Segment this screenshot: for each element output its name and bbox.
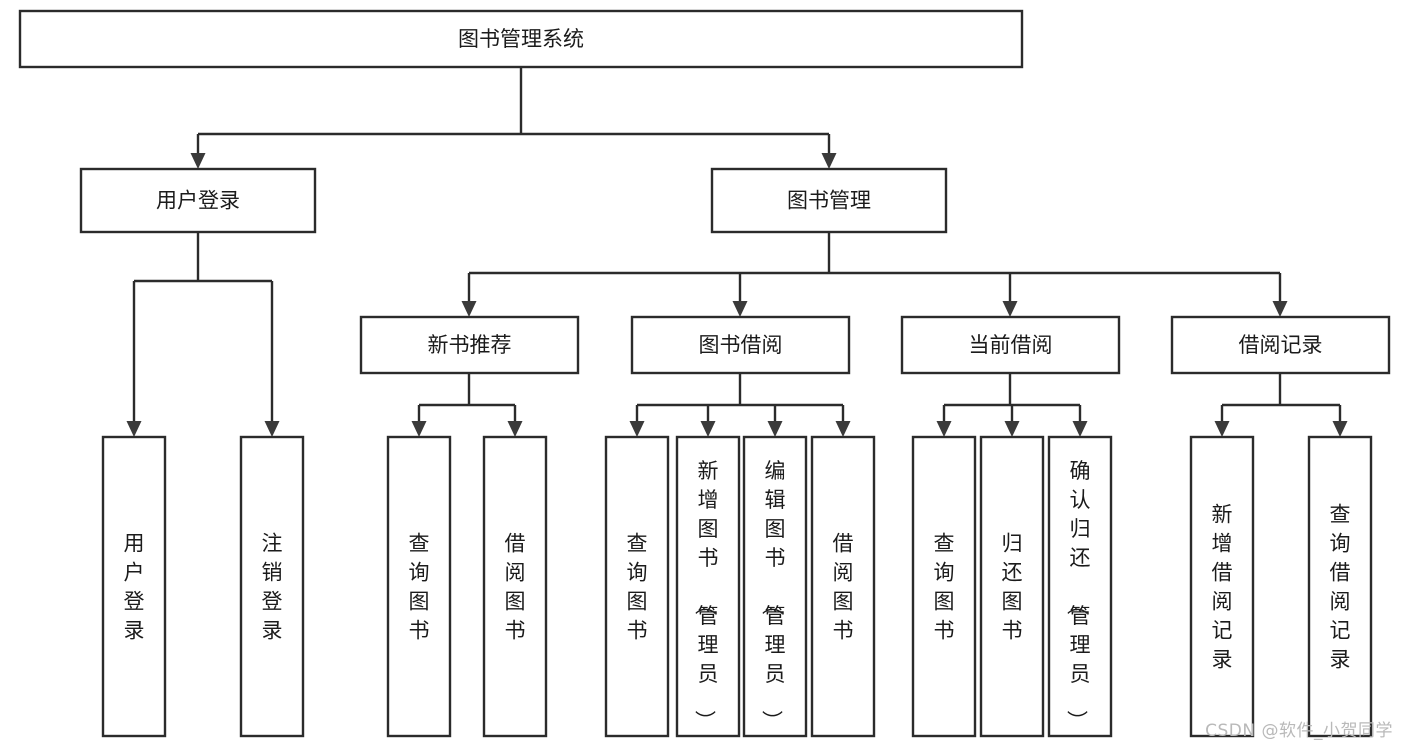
arrow-head-icon: [1272, 301, 1288, 317]
arrow-head-icon: [126, 421, 142, 437]
node-label-leaf-user-login: 用户登录: [124, 532, 145, 643]
arrow-head-icon: [507, 421, 523, 437]
node-box-user-login: [79, 167, 317, 234]
node-label-user-login: 用户登录: [156, 189, 240, 213]
node-box-leaf-confirm-return: [1047, 435, 1113, 738]
connector-lines-group: [132, 67, 1342, 424]
node-box-leaf-borrow-book-rec: [482, 435, 548, 738]
node-label-new-book-rec: 新书推荐: [428, 333, 512, 357]
arrow-head-icon: [1214, 421, 1230, 437]
node-label-leaf-edit-book: 编辑图书（管理员）: [760, 459, 786, 731]
arrow-head-icon: [461, 301, 477, 317]
node-box-leaf-user-login: [101, 435, 167, 738]
node-label-leaf-borrow-book: 借阅图书: [833, 532, 854, 643]
node-box-leaf-add-record: [1189, 435, 1255, 738]
node-label-book-borrow: 图书借阅: [699, 333, 783, 357]
node-box-current-borrow: [900, 315, 1121, 375]
node-box-leaf-add-book: [675, 435, 741, 738]
node-label-leaf-borrow-book-rec: 借阅图书: [505, 532, 526, 643]
arrow-head-icon: [1004, 421, 1020, 437]
csdn-watermark: CSDN @软件_小贺同学: [1205, 721, 1393, 741]
arrow-head-icon: [821, 153, 837, 169]
node-box-leaf-logout: [239, 435, 305, 738]
node-label-book-manage: 图书管理: [787, 189, 871, 213]
node-box-book-borrow: [630, 315, 851, 375]
arrow-head-icon: [700, 421, 716, 437]
node-leaf-return-book[interactable]: 归还图书: [979, 435, 1045, 738]
node-book-borrow[interactable]: 图书借阅: [630, 315, 851, 375]
arrow-head-icon: [732, 301, 748, 317]
node-label-leaf-logout: 注销登录: [262, 532, 283, 643]
node-leaf-add-record[interactable]: 新增借阅记录: [1189, 435, 1255, 738]
node-label-leaf-query-book-rec: 查询图书: [409, 532, 430, 643]
node-box-leaf-query-book-borrow: [604, 435, 670, 738]
node-leaf-query-book-borrow[interactable]: 查询图书: [604, 435, 670, 738]
node-label-borrow-record: 借阅记录: [1239, 333, 1323, 357]
node-leaf-borrow-book[interactable]: 借阅图书: [810, 435, 876, 738]
nodes-group: 图书管理系统用户登录图书管理新书推荐图书借阅当前借阅借阅记录用户登录注销登录查询…: [18, 9, 1391, 738]
node-leaf-confirm-return[interactable]: 确认归还（管理员）: [1047, 435, 1113, 738]
node-user-login[interactable]: 用户登录: [79, 167, 317, 234]
arrow-head-icon: [629, 421, 645, 437]
node-label-leaf-query-record: 查询借阅记录: [1330, 503, 1351, 672]
arrow-head-icon: [190, 153, 206, 169]
node-leaf-query-record[interactable]: 查询借阅记录: [1307, 435, 1373, 738]
node-box-leaf-query-record: [1307, 435, 1373, 738]
node-label-leaf-confirm-return: 确认归还（管理员）: [1065, 459, 1091, 731]
arrow-head-icon: [835, 421, 851, 437]
node-label-leaf-query-book-cur: 查询图书: [934, 532, 955, 643]
node-borrow-record[interactable]: 借阅记录: [1170, 315, 1391, 375]
node-box-leaf-edit-book: [742, 435, 808, 738]
node-new-book-rec[interactable]: 新书推荐: [359, 315, 580, 375]
node-book-manage[interactable]: 图书管理: [710, 167, 948, 234]
arrow-head-icon: [767, 421, 783, 437]
node-box-leaf-query-book-rec: [386, 435, 452, 738]
node-label-leaf-return-book: 归还图书: [1002, 532, 1023, 643]
node-leaf-query-book-cur[interactable]: 查询图书: [911, 435, 977, 738]
node-box-borrow-record: [1170, 315, 1391, 375]
arrow-head-icon: [1002, 301, 1018, 317]
node-label-current-borrow: 当前借阅: [969, 333, 1053, 357]
arrow-head-icon: [411, 421, 427, 437]
node-current-borrow[interactable]: 当前借阅: [900, 315, 1121, 375]
arrow-head-icon: [264, 421, 280, 437]
node-box-book-manage: [710, 167, 948, 234]
node-leaf-edit-book[interactable]: 编辑图书（管理员）: [742, 435, 808, 738]
arrow-head-icon: [1332, 421, 1348, 437]
node-label-root: 图书管理系统: [458, 27, 584, 51]
node-box-leaf-return-book: [979, 435, 1045, 738]
node-label-leaf-add-book: 新增图书（管理员）: [693, 459, 719, 731]
node-leaf-borrow-book-rec[interactable]: 借阅图书: [482, 435, 548, 738]
node-box-new-book-rec: [359, 315, 580, 375]
arrow-head-icon: [1072, 421, 1088, 437]
node-root[interactable]: 图书管理系统: [18, 9, 1024, 69]
node-leaf-add-book[interactable]: 新增图书（管理员）: [675, 435, 741, 738]
node-label-leaf-add-record: 新增借阅记录: [1212, 503, 1233, 672]
arrow-head-icon: [936, 421, 952, 437]
node-label-leaf-query-book-borrow: 查询图书: [627, 532, 648, 643]
node-leaf-logout[interactable]: 注销登录: [239, 435, 305, 738]
node-box-leaf-borrow-book: [810, 435, 876, 738]
node-leaf-user-login[interactable]: 用户登录: [101, 435, 167, 738]
node-leaf-query-book-rec[interactable]: 查询图书: [386, 435, 452, 738]
arrow-heads-group: [126, 153, 1348, 437]
node-box-leaf-query-book-cur: [911, 435, 977, 738]
node-box-root: [18, 9, 1024, 69]
